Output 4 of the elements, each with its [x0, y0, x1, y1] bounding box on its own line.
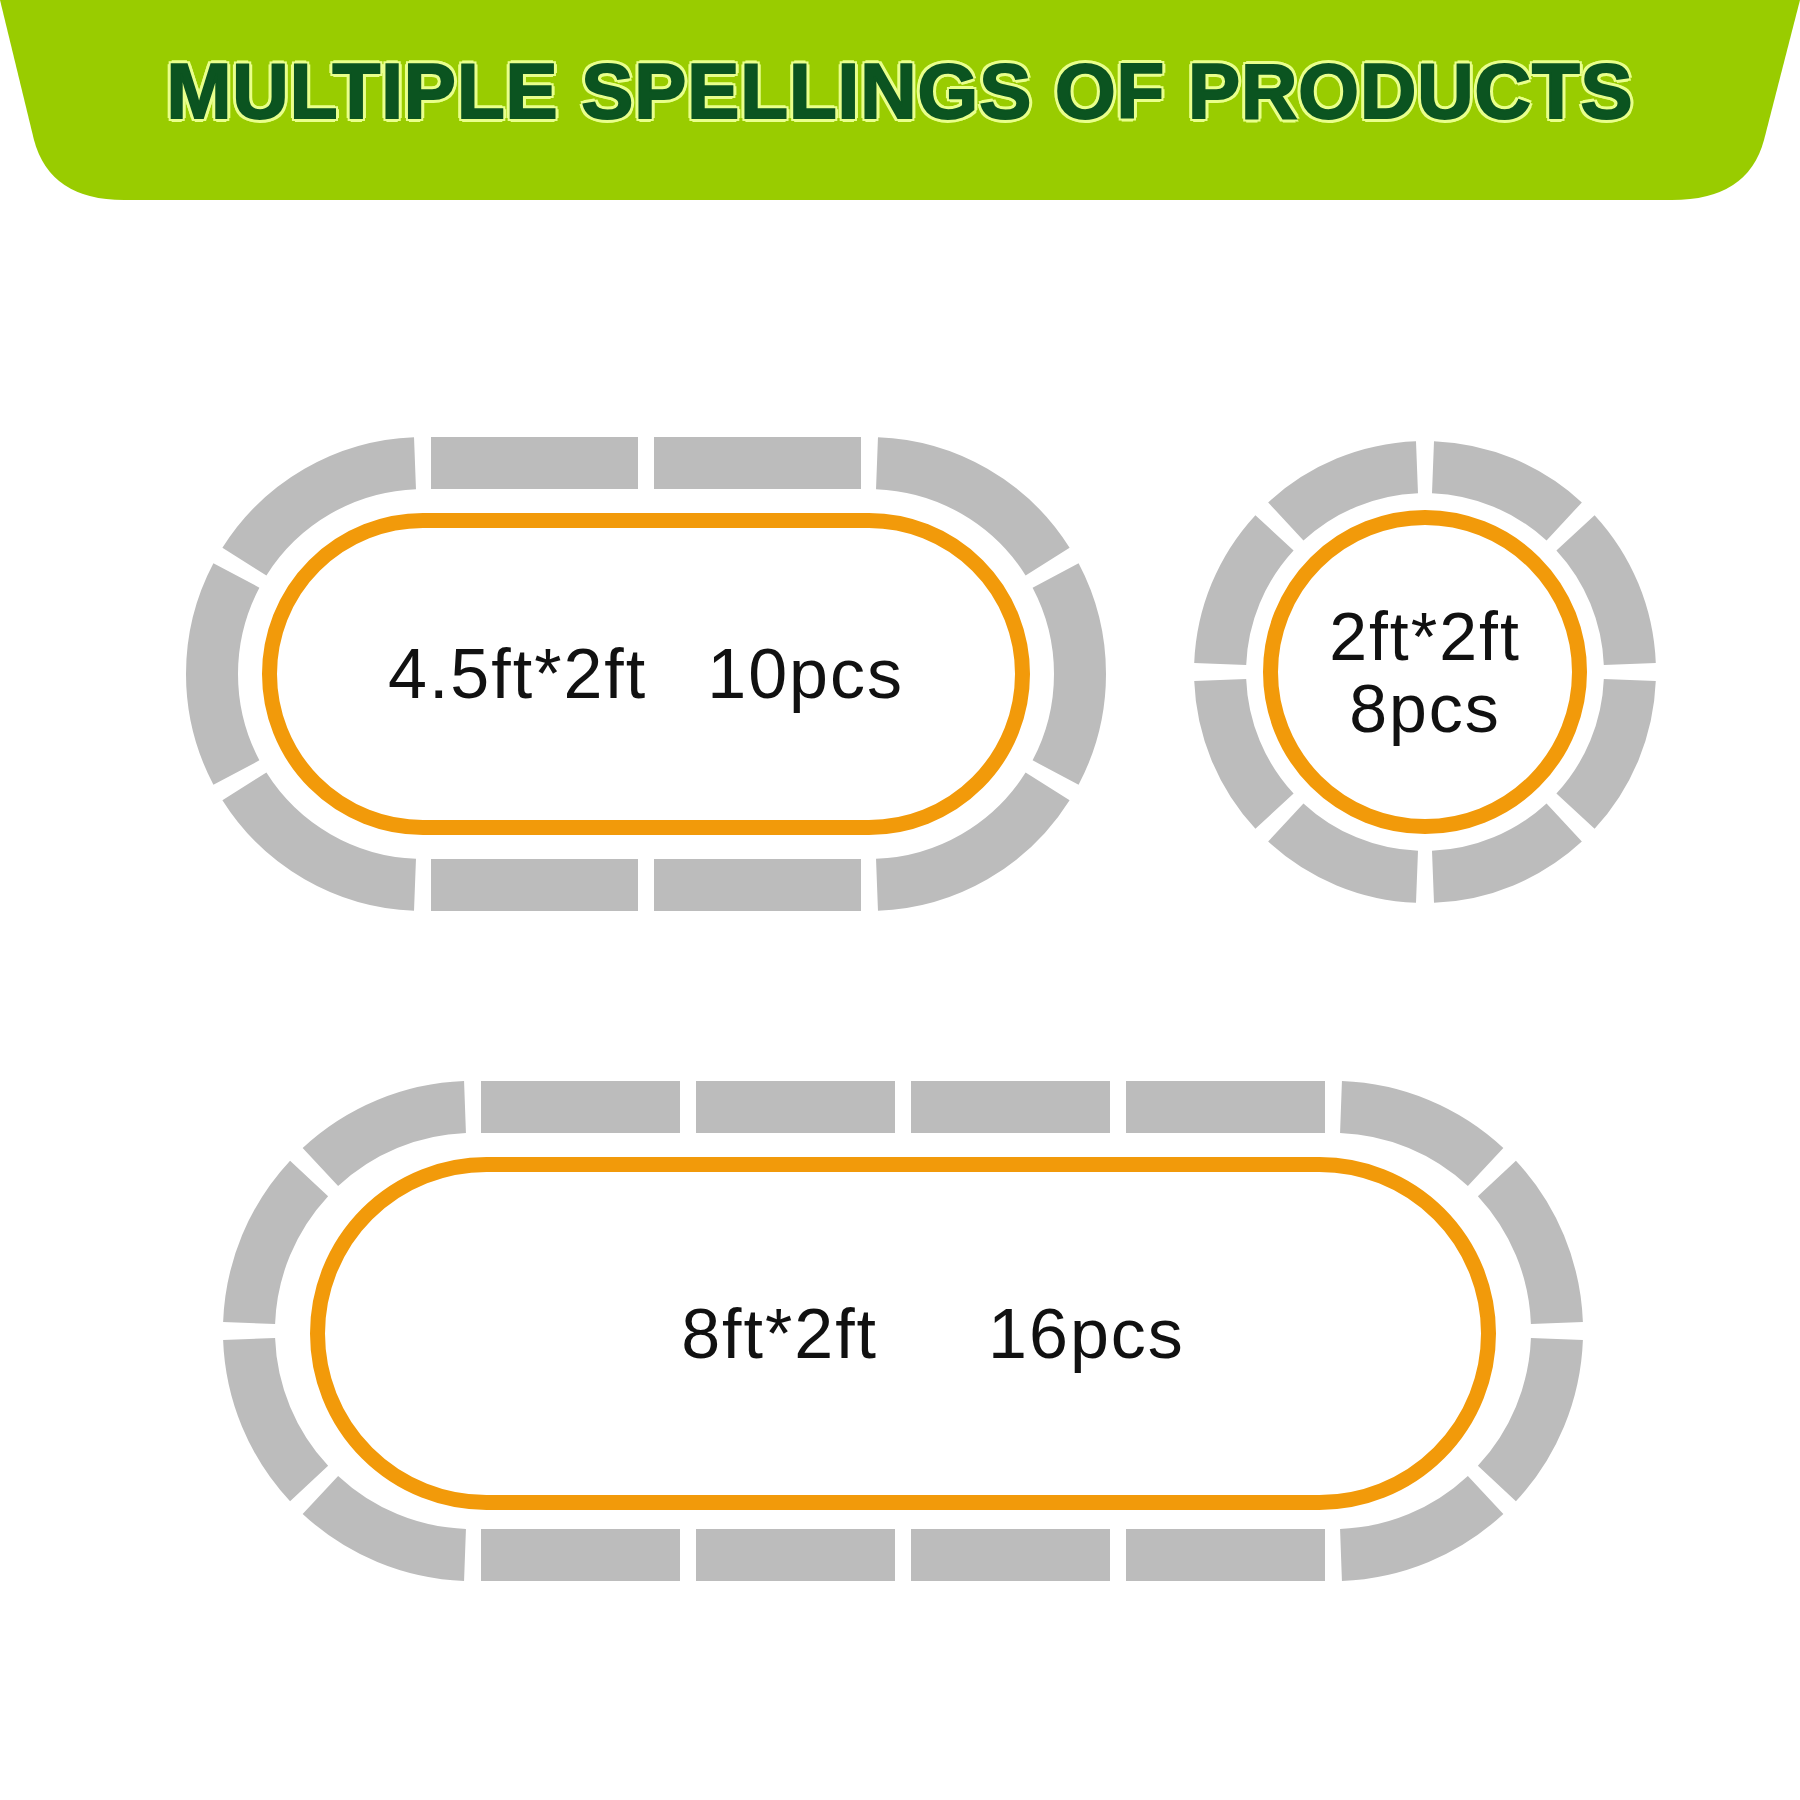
size-label: 4.5ft*2ft: [387, 639, 648, 709]
size-label: 8ft*2ft: [681, 1298, 879, 1369]
size-label: 2ft*2ft: [1329, 602, 1521, 670]
title: MULTIPLE SPELLINGS OF PRODUCTS: [166, 52, 1634, 130]
